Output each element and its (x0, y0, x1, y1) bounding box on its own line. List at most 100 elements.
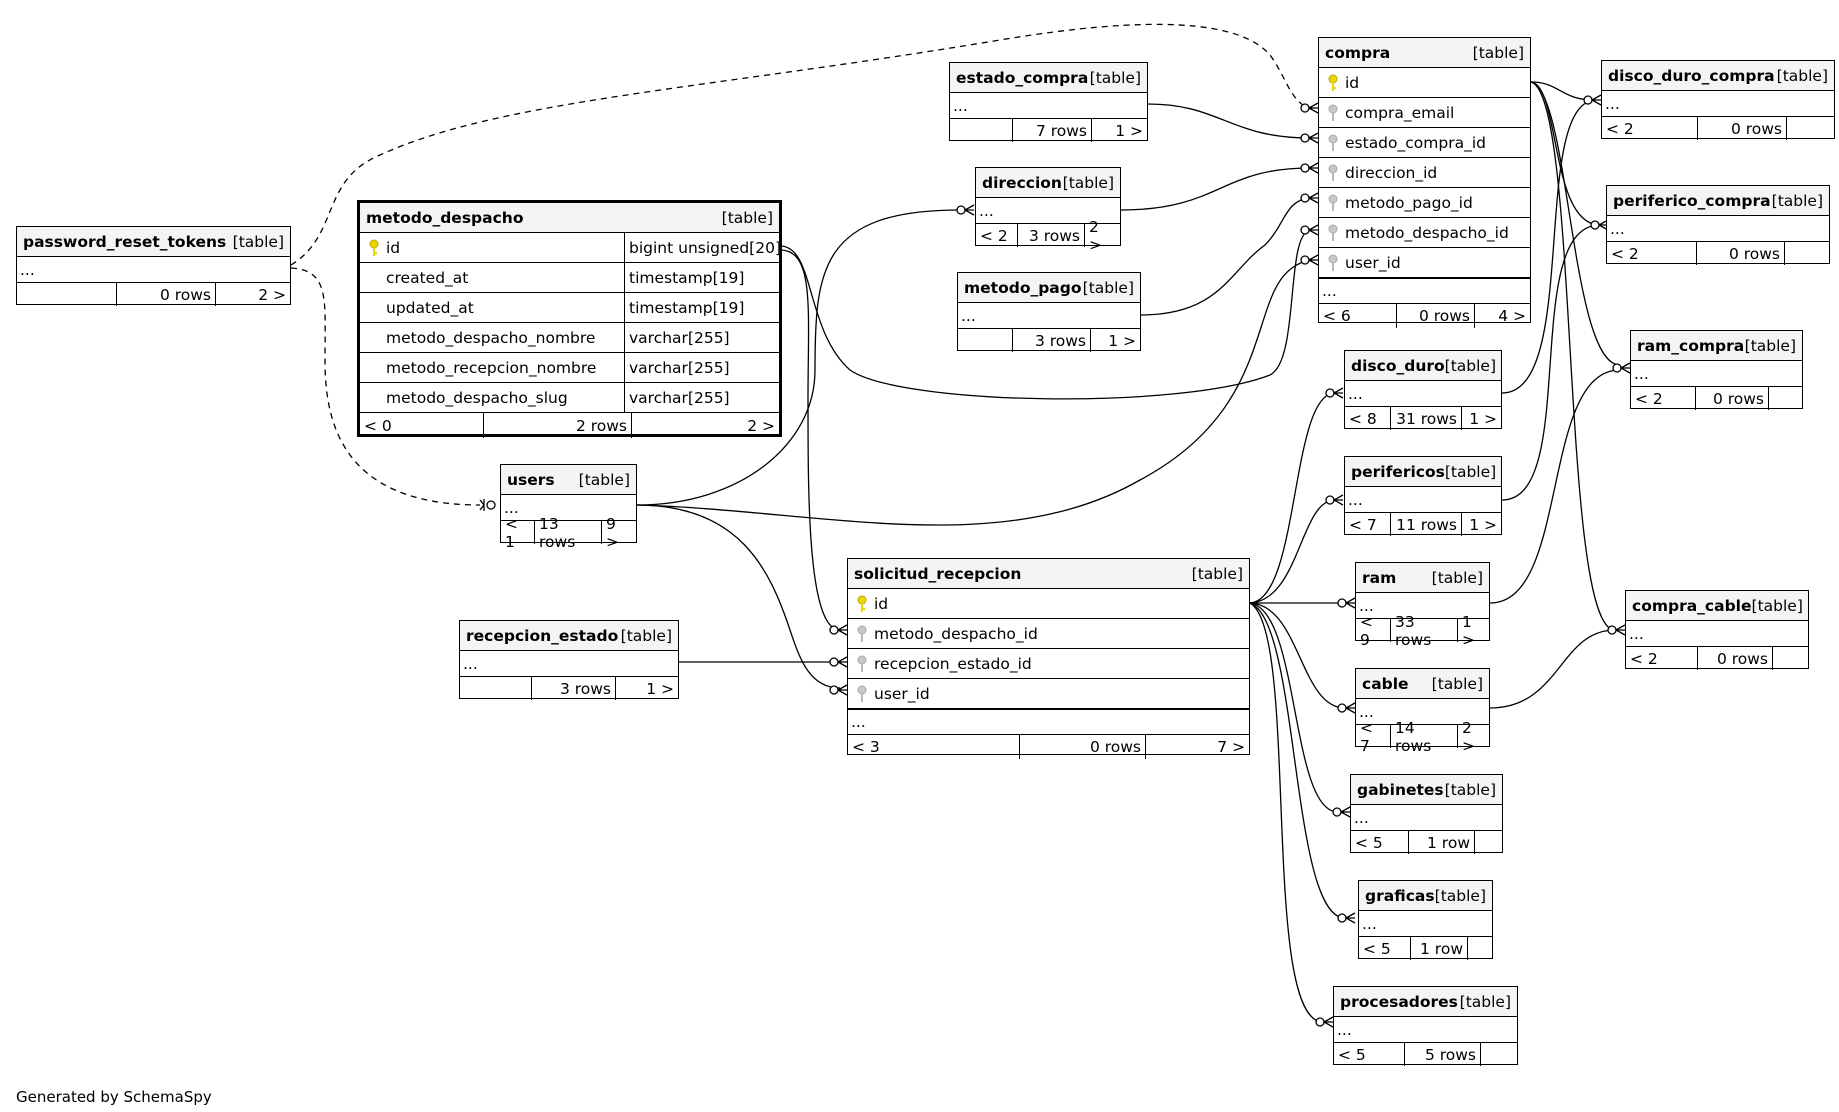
row-count: 13 rows (535, 515, 602, 551)
table-header: ram_compra [table] (1631, 331, 1802, 361)
parents-link[interactable]: < 5 (1351, 831, 1409, 854)
children-link[interactable] (1787, 117, 1834, 140)
edge-cable-compra-cable (1489, 629, 1616, 709)
parents-link[interactable]: < 0 (360, 413, 484, 438)
table-disco-duro-compra[interactable]: disco_duro_compra [table] ... < 2 0 rows (1601, 60, 1835, 140)
column-row[interactable]: updated_at timestamp[19] (360, 293, 779, 323)
edge-marker (829, 624, 848, 636)
table-ram-compra[interactable]: ram_compra [table] ... < 2 0 rows (1630, 330, 1803, 410)
parents-link[interactable] (17, 283, 117, 306)
table-cable[interactable]: cable [table] ... < 7 14 rows 2 > (1355, 668, 1490, 755)
column-row[interactable]: metodo_recepcion_nombre varchar[255] (360, 353, 779, 383)
table-graficas[interactable]: graficas [table] ... < 5 1 row (1358, 880, 1493, 960)
parents-link[interactable]: < 5 (1334, 1043, 1405, 1066)
table-compra[interactable]: compra [table] id compra_email estado_co… (1318, 37, 1531, 328)
children-link[interactable] (1468, 937, 1492, 960)
edge-perifericos-periferico-compra (1501, 224, 1601, 501)
parents-link[interactable]: < 5 (1359, 937, 1411, 960)
column-row[interactable]: id (848, 589, 1249, 619)
parents-link[interactable]: < 2 (1602, 117, 1698, 140)
table-password-reset-tokens[interactable]: password_reset_tokens [table] ... 0 rows… (16, 226, 291, 306)
table-type-tag: [table] (1082, 278, 1134, 297)
children-link[interactable]: 9 > (606, 514, 619, 551)
table-procesadores[interactable]: procesadores [table] ... < 5 5 rows (1333, 986, 1518, 1066)
children-link[interactable]: 2 > (747, 416, 775, 435)
parents-link[interactable]: < 1 (501, 515, 535, 551)
children-link[interactable]: 2 > (258, 285, 286, 304)
column-name: id (874, 594, 889, 613)
column-name: metodo_pago_id (1345, 193, 1473, 212)
table-footer: < 5 1 row (1351, 831, 1502, 854)
column-row[interactable]: user_id (848, 679, 1249, 710)
table-metodo-despacho[interactable]: metodo_despacho [table] id bigint unsign… (357, 200, 782, 438)
column-row[interactable]: id bigint unsigned[20] (360, 233, 781, 263)
table-gabinetes[interactable]: gabinetes [table] ... < 5 1 row (1350, 774, 1503, 854)
column-row[interactable]: recepcion_estado_id (848, 649, 1249, 679)
column-row[interactable]: created_at timestamp[19] (360, 263, 779, 293)
parents-link[interactable]: < 8 (1345, 407, 1391, 430)
parents-link[interactable]: < 2 (1607, 242, 1697, 265)
table-type-tag: [table] (1771, 191, 1823, 210)
table-footer: < 5 1 row (1359, 937, 1492, 960)
children-link[interactable]: 1 > (1115, 121, 1143, 140)
columns-ellipsis: ... (976, 198, 1120, 224)
column-row[interactable]: id (1319, 68, 1530, 98)
children-link[interactable] (1785, 242, 1829, 265)
children-link[interactable]: 1 > (1108, 331, 1136, 350)
column-name: metodo_despacho_nombre (386, 328, 596, 347)
children-link[interactable] (1769, 387, 1802, 410)
children-link[interactable] (1481, 1043, 1517, 1066)
column-row[interactable]: metodo_despacho_id (1319, 218, 1530, 248)
column-row[interactable]: user_id (1319, 248, 1530, 279)
table-recepcion-estado[interactable]: recepcion_estado [table] ... 3 rows 1 > (459, 620, 679, 700)
parents-link[interactable] (958, 329, 1013, 352)
edge-marker (1300, 254, 1319, 266)
parents-link[interactable]: < 7 (1356, 719, 1391, 755)
table-compra-cable[interactable]: compra_cable [table] ... < 2 0 rows (1625, 590, 1809, 670)
parents-link[interactable] (950, 119, 1013, 142)
table-header: cable [table] (1356, 669, 1489, 699)
table-header: procesadores [table] (1334, 987, 1517, 1017)
children-link[interactable] (1475, 831, 1502, 854)
table-solicitud-recepcion[interactable]: solicitud_recepcion [table] id metodo_de… (847, 558, 1250, 759)
column-row[interactable]: direccion_id (1319, 158, 1530, 188)
table-ram[interactable]: ram [table] ... < 9 33 rows 1 > (1355, 562, 1490, 649)
table-header: metodo_despacho [table] (360, 203, 779, 233)
column-row[interactable]: metodo_despacho_nombre varchar[255] (360, 323, 779, 353)
table-periferico-compra[interactable]: periferico_compra [table] ... < 2 0 rows (1606, 185, 1830, 265)
parents-link[interactable]: < 3 (848, 735, 1020, 759)
parents-link[interactable]: < 2 (976, 224, 1018, 247)
table-footer: < 1 13 rows 9 > (501, 514, 636, 551)
column-row[interactable]: compra_email (1319, 98, 1530, 128)
column-row[interactable]: estado_compra_id (1319, 128, 1530, 158)
column-row[interactable]: metodo_despacho_id (848, 619, 1249, 649)
children-link[interactable]: 2 > (1089, 217, 1102, 254)
table-estado-compra[interactable]: estado_compra [table] ... 7 rows 1 > (949, 62, 1148, 142)
columns-ellipsis: ... (1319, 279, 1530, 304)
parents-link[interactable]: < 2 (1626, 647, 1698, 670)
table-footer: 0 rows 2 > (17, 283, 290, 306)
table-footer: < 3 0 rows 7 > (848, 735, 1249, 759)
children-link[interactable]: 4 > (1498, 307, 1526, 325)
table-disco-duro[interactable]: disco_duro [table] ... < 8 31 rows 1 > (1344, 350, 1502, 430)
table-footer: < 2 3 rows 2 > (976, 217, 1120, 254)
parents-link[interactable] (460, 677, 532, 700)
column-row[interactable]: metodo_pago_id (1319, 188, 1530, 218)
table-direccion[interactable]: direccion [table] ... < 2 3 rows 2 > (975, 167, 1121, 254)
column-row[interactable]: metodo_despacho_slug varchar[255] (360, 383, 779, 413)
table-metodo-pago[interactable]: metodo_pago [table] ... 3 rows 1 > (957, 272, 1141, 352)
children-link[interactable]: 1 > (646, 679, 674, 698)
table-perifericos[interactable]: perifericos [table] ... < 7 11 rows 1 > (1344, 456, 1502, 536)
children-link[interactable]: 1 > (1469, 409, 1497, 428)
table-users[interactable]: users [table] ... < 1 13 rows 9 > (500, 464, 637, 551)
children-link[interactable]: 1 > (1469, 515, 1497, 534)
parents-link[interactable]: < 9 (1356, 613, 1391, 649)
children-link[interactable]: 2 > (1462, 718, 1475, 755)
children-link[interactable]: 1 > (1462, 612, 1475, 649)
columns-ellipsis: ... (1359, 911, 1492, 937)
parents-link[interactable]: < 7 (1345, 513, 1391, 536)
parents-link[interactable]: < 6 (1319, 304, 1397, 328)
children-link[interactable]: 7 > (1217, 738, 1245, 756)
children-link[interactable] (1773, 647, 1808, 670)
parents-link[interactable]: < 2 (1631, 387, 1696, 410)
